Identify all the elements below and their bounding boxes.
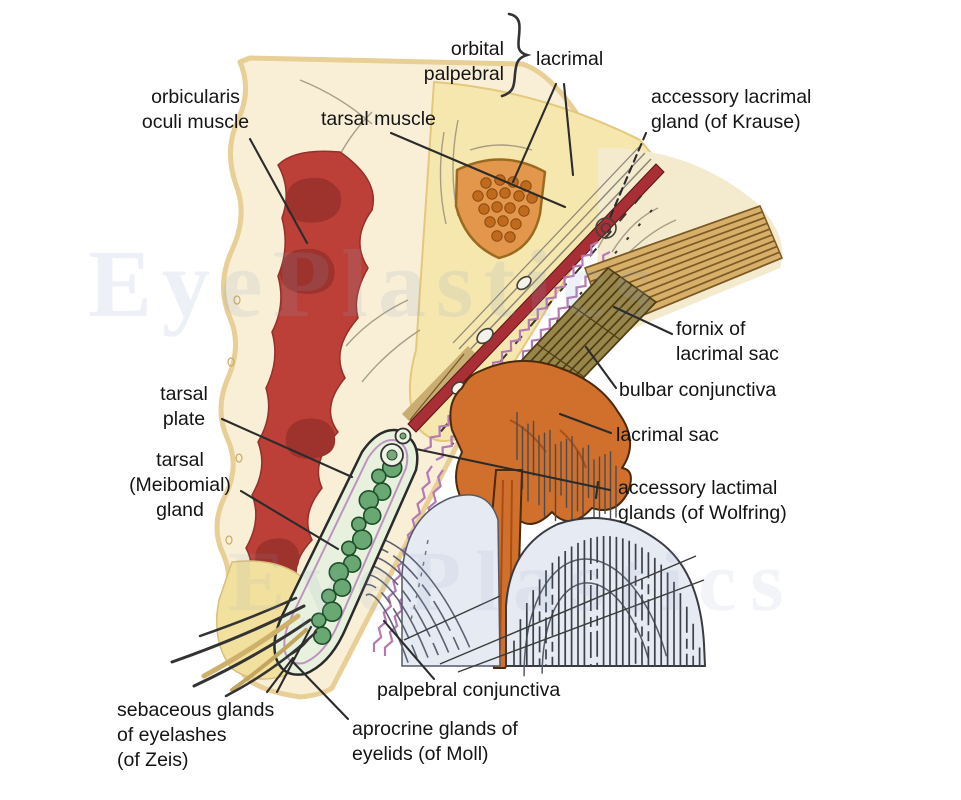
leader-lines [220, 82, 674, 721]
leader-krause [607, 131, 648, 222]
eyeball-hatch [513, 536, 701, 666]
label-glands-of-moll: aprocrine glands of eyelids (of Moll) [352, 718, 518, 765]
gland-dot [491, 201, 503, 213]
tarsal-plate-pink-lining [283, 438, 409, 665]
leader-moll [290, 659, 350, 721]
gland-dot [484, 216, 496, 228]
skin-speckle [225, 535, 233, 545]
meibomian-lobule [321, 601, 343, 623]
krause-gland-rings [595, 217, 617, 239]
eyeball-arc [523, 558, 677, 680]
meibomian-lobule [358, 489, 380, 511]
meibomian-lobule [370, 468, 387, 485]
tan-stripe [587, 211, 763, 276]
orbicularis-lobe [285, 418, 336, 459]
label-glands-of-wolfring: accessory lactimal glands (of Wolfring) [618, 477, 787, 524]
orbicularis-lobe [285, 177, 342, 223]
gland-dot [478, 203, 490, 215]
label-orbicularis-oculi: orbicularis oculi muscle [141, 86, 250, 133]
eyeball-crosshatch [403, 555, 705, 673]
olive-crosshatch [572, 305, 621, 340]
meibomian-lobule [350, 516, 367, 533]
leader-wolfring-tick [594, 480, 600, 500]
gland-dot [472, 190, 484, 202]
label-tarsal-plate: tarsal plate [160, 383, 208, 430]
orbicularis-muscle [240, 150, 374, 629]
eyelashes [170, 596, 318, 698]
eyeball-left-lobe [401, 494, 501, 667]
leader-lacrimal-palpebral [562, 82, 575, 177]
meibomian-lobule [332, 578, 352, 598]
sac-texture [509, 419, 587, 469]
gland-dot [480, 177, 492, 189]
brace-bracket [500, 12, 532, 98]
gland-dot [518, 205, 530, 217]
tarsal-plate-group [273, 427, 419, 676]
watermark: EyePlastics EyePlastics [88, 230, 798, 629]
watermark-text: EyePlastics [88, 230, 662, 337]
skin-speckle [233, 295, 241, 305]
leader-zeis-2 [265, 656, 295, 694]
olive-crosshatch [536, 343, 585, 378]
gland-dot [504, 202, 516, 214]
label-lacrimal-sac: lacrimal sac [616, 424, 719, 446]
label-palpebral-conjunctiva: palpebral conjunctiva [377, 679, 561, 701]
meibomian-lobule [351, 529, 373, 551]
fornix-dashed-line [409, 539, 429, 625]
meibomian-lobule [312, 626, 332, 646]
gland-dot [499, 187, 511, 199]
meibomian-gland [310, 457, 403, 646]
gland-dot [504, 231, 516, 243]
leader-meibomian [239, 489, 340, 551]
leader-wolfring [414, 447, 612, 492]
skin-speckle [227, 357, 235, 367]
lacrimal-gland [454, 158, 547, 260]
leader-zeis-1 [275, 625, 313, 694]
label-orbital-palpebral: orbital palpebral [423, 38, 504, 85]
gland-dot [510, 218, 522, 230]
leader-bulbar [584, 345, 618, 390]
leader-orbicularis [248, 137, 309, 245]
leader-lacrimal-orbital [511, 82, 558, 184]
label-tarsal-muscle: tarsal muscle [321, 108, 436, 130]
meibomian-lobule [362, 506, 382, 526]
label-meibomian-gland: tarsal (Meibomial) gland [129, 449, 231, 521]
label-glands-of-zeis: sebaceous glands of eyelashes (of Zeis) [117, 699, 275, 771]
eyeball-arc [359, 593, 449, 669]
watermark-text: EyePlastics [228, 533, 798, 629]
skin-speckle [235, 453, 243, 463]
gland-dot [497, 215, 509, 227]
gland-dot [486, 188, 498, 200]
gland-dot [513, 190, 525, 202]
gland-dot [491, 230, 503, 242]
tan-stripe [589, 216, 766, 283]
label-bulbar-conjunctiva: bulbar conjunctiva [619, 379, 777, 401]
label-gland-of-krause: accessory lacrimal gland (of Krause) [651, 86, 812, 133]
olive-crosshatch [607, 267, 657, 303]
orbicularis-lobe [280, 248, 335, 294]
label-lacrimal: lacrimal [536, 48, 604, 70]
tan-stripe [584, 205, 761, 269]
sac-fringe-lines [516, 412, 617, 540]
leader-tarsal-plate [220, 417, 354, 479]
leader-palpebral-conjunctiva [382, 619, 436, 681]
wolfring-gland-rings [380, 427, 412, 467]
label-fornix-of-lacrimal-sac: fornix of lacrimal sac [676, 318, 779, 365]
leader-lacrimal-sac [558, 412, 613, 435]
leader-fornix [612, 305, 674, 336]
leader-tarsal-muscle [389, 131, 567, 209]
